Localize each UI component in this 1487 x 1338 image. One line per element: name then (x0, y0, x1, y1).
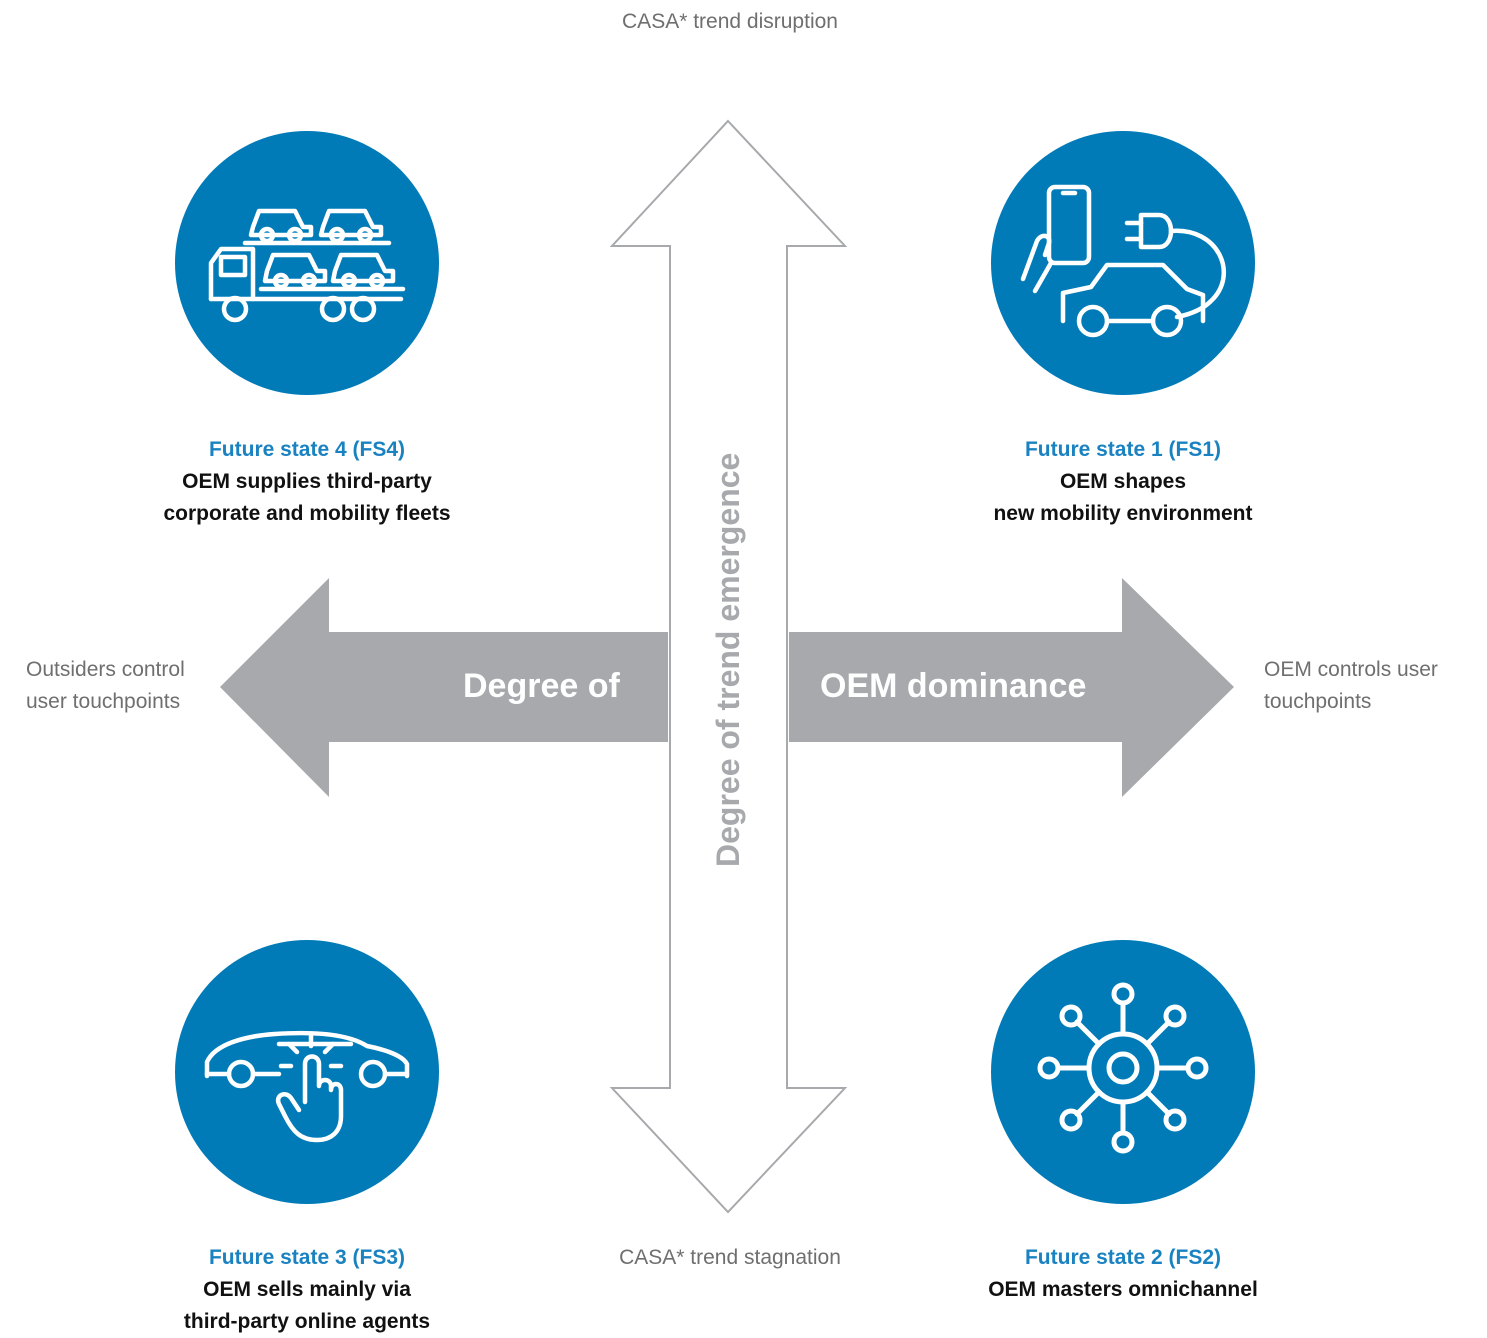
fs1-title: Future state 1 (FS1) (1024, 438, 1222, 461)
vertical-axis-word: Degree of trend emergence (710, 452, 746, 867)
fs3-text: Future state 3 (FS3) OEM sells mainly vi… (97, 1242, 517, 1338)
axis-left-line1: Outsiders control (26, 658, 185, 681)
vertical-arrow (609, 119, 848, 1214)
fs1-line1: OEM shapes (1059, 470, 1187, 493)
right-arrow (789, 578, 1234, 797)
fs2-title: Future state 2 (FS2) (1024, 1246, 1222, 1269)
fs4-circle (175, 131, 439, 395)
horizontal-left-word: Degree of (463, 667, 620, 705)
axis-right-line2: touchpoints (1264, 690, 1372, 713)
car-transporter-icon (208, 208, 406, 323)
fs2-circle (991, 940, 1255, 1204)
axis-left-line2: user touchpoints (26, 690, 181, 713)
axis-right-label: OEM controls user touchpoints (1264, 654, 1484, 718)
fs3-line1: OEM sells mainly via (203, 1278, 411, 1301)
fs4-text: Future state 4 (FS4) OEM supplies third-… (97, 434, 517, 530)
axis-left-label: Outsiders control user touchpoints (26, 654, 226, 718)
car-click-icon (204, 1030, 410, 1143)
left-arrow (220, 578, 668, 797)
fs4-line1: OEM supplies third-party (182, 470, 432, 493)
horizontal-right-word: OEM dominance (820, 667, 1087, 705)
fs3-line2: third-party online agents (183, 1310, 431, 1333)
fs1-circle (991, 131, 1255, 395)
ev-charging-phone-icon (1020, 184, 1226, 338)
fs2-text: Future state 2 (FS2) OEM masters omnicha… (913, 1242, 1333, 1306)
fs1-text: Future state 1 (FS1) OEM shapes new mobi… (913, 434, 1333, 530)
network-hub-icon (1037, 982, 1209, 1154)
axis-bottom-label: CASA* trend stagnation (619, 1246, 841, 1269)
fs4-title: Future state 4 (FS4) (208, 438, 406, 461)
fs1-line2: new mobility environment (993, 502, 1253, 525)
fs3-title: Future state 3 (FS3) (208, 1246, 406, 1269)
axis-top-label: CASA* trend disruption (622, 10, 838, 33)
fs2-line1: OEM masters omnichannel (988, 1278, 1258, 1301)
fs4-line2: corporate and mobility fleets (163, 502, 451, 525)
fs3-circle (175, 940, 439, 1204)
axis-right-line1: OEM controls user (1264, 658, 1438, 681)
